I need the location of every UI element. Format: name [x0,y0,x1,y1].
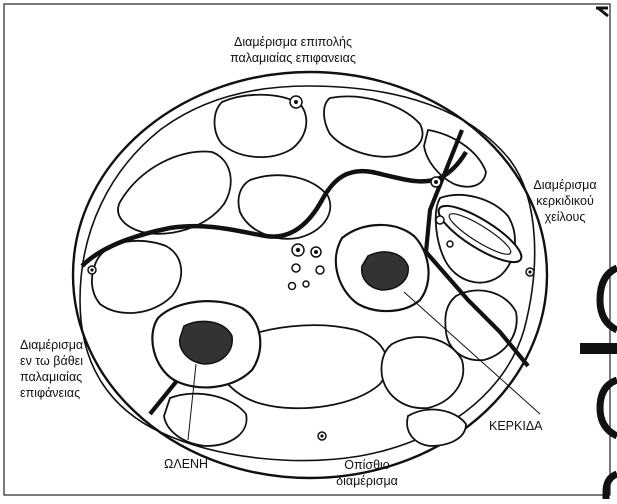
label-line: διαμέρισμα [312,473,422,489]
muscle-right-lower [407,410,466,446]
edge-mark-arc-3 [606,474,617,499]
radius-marrow [362,252,409,290]
label-line: παλαμιαίας επιφανειας [188,50,398,66]
edge-mark-top [596,8,608,16]
label-line: Διαμέρισμα [20,337,120,353]
label-line: χείλους [520,209,610,225]
edge-mark-arc-2 [600,380,617,436]
label-line: κερκιδικού [520,193,610,209]
label-ulna: ΩΛΕΝΗ [164,456,208,472]
label-line: Διαμέρισμα [520,177,610,193]
label-radius: ΚΕΡΚΙΔΑ [489,418,543,434]
label-line: εν τω βάθει [20,353,120,369]
label-line: Διαμέρισμα επιπολής [188,34,398,50]
edge-mark-arc-1 [600,268,617,330]
label-radial-border-compartment: Διαμέρισμα κερκιδικού χείλους [520,177,610,225]
edge-mark-bar [580,343,617,354]
label-deep-palmar-compartment: Διαμέρισμα εν τω βάθει παλαμιαίας επιφάν… [20,337,120,401]
label-posterior-compartment: Οπίσθιο διαμέρισμα [312,457,422,489]
label-superficial-palmar-compartment: Διαμέρισμα επιπολής παλαμιαίας επιφανεια… [188,34,398,66]
label-line: Οπίσθιο [312,457,422,473]
ulna-marrow [180,321,232,364]
label-line: επιφάνειας [20,385,120,401]
label-line: παλαμιαίας [20,369,120,385]
